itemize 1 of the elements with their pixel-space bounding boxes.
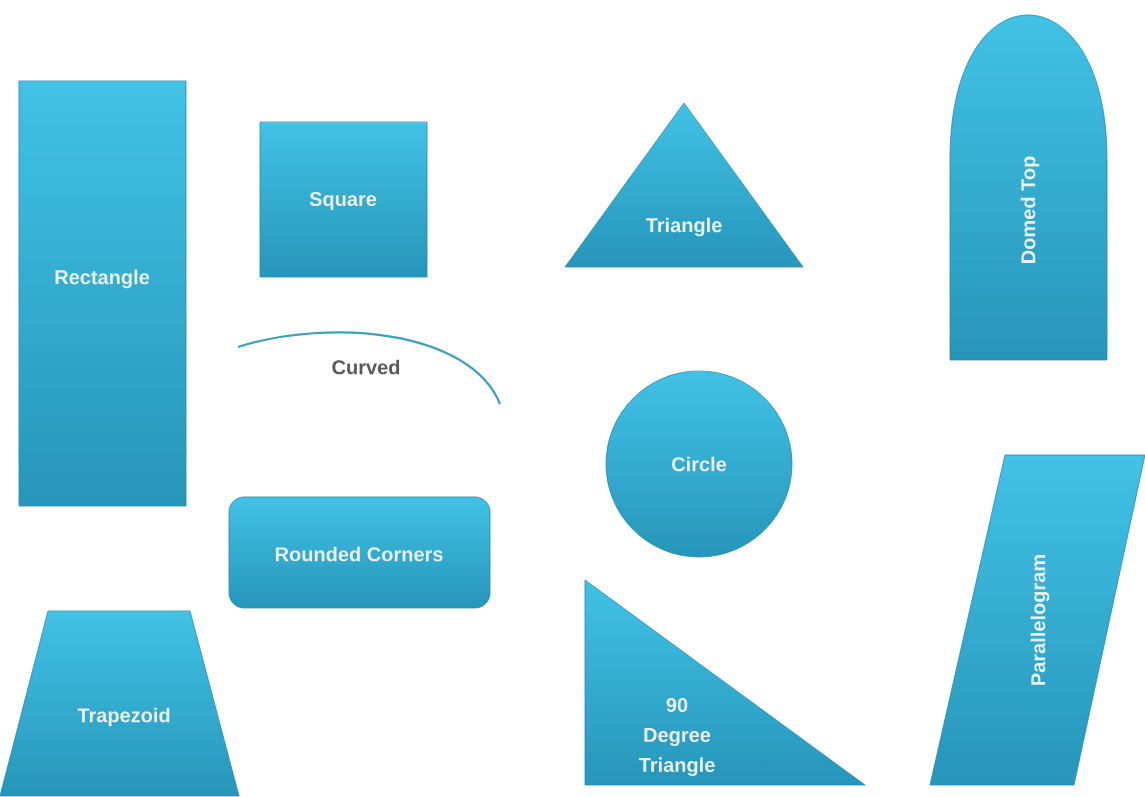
curved-line: Curved: [237, 331, 501, 405]
